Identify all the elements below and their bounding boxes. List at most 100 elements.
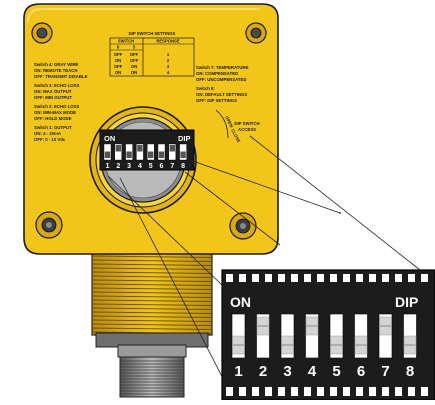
- small-dip-brand-label: DIP: [178, 134, 191, 143]
- dip-tooth: [330, 387, 337, 396]
- thread-lines: [91, 255, 213, 334]
- left-label-line: OFF: 0 - 10 Vdc: [34, 137, 66, 142]
- housing-highlight: [27, 8, 260, 23]
- right-label-line: OFF: DIP SETTINGS: [196, 98, 237, 103]
- right-label-line: ON: DEFAULT SETTINGS: [196, 92, 247, 97]
- open-label: OPEN: [224, 115, 234, 128]
- small-dip-number: 7: [170, 163, 174, 170]
- table-cell-a: ON: [115, 70, 121, 75]
- dip-number: 2: [259, 363, 267, 380]
- left-label-line: OFF: HOLD MODE: [34, 116, 72, 121]
- right-label-line: Switch 8:: [196, 86, 215, 91]
- table-cell-a: ON: [115, 58, 121, 63]
- left-label-line: OFF: MIN OUTPUT: [34, 95, 72, 100]
- cable-connector: [117, 344, 187, 398]
- screw-bottom-right: [229, 212, 257, 240]
- table-cell-b: ON: [131, 70, 137, 75]
- dip-tooth: [265, 274, 272, 282]
- dip-tooth: [278, 274, 285, 282]
- small-dip-toggle: [158, 151, 165, 158]
- dip-tooth: [395, 274, 402, 282]
- small-dip-toggle: [180, 151, 186, 158]
- table-sub-b: 5: [133, 45, 136, 50]
- dip-tooth: [382, 274, 389, 282]
- dip-tooth: [317, 274, 324, 282]
- dip-brand-label: DIP: [395, 294, 418, 310]
- callout-dot: [339, 212, 341, 214]
- small-dip-number: 3: [127, 163, 131, 170]
- dip-tooth: [252, 387, 259, 396]
- small-dip-toggle: [169, 145, 175, 152]
- dip-tooth: [304, 387, 311, 396]
- dip-tooth: [343, 387, 350, 396]
- dip-pin-teeth: [226, 274, 428, 396]
- dip-tooth: [265, 387, 272, 396]
- table-cell-response: 4: [167, 70, 170, 75]
- dip-tooth: [343, 274, 350, 282]
- left-label-line: Switch 3: ECHO LOSS: [34, 83, 79, 88]
- dip-tooth: [369, 387, 376, 396]
- left-label-line: Switch 1: OUTPUT: [34, 125, 72, 130]
- table-cell-a: OFF: [114, 52, 123, 57]
- table-col-switch: SWITCH: [118, 39, 135, 44]
- small-dip-slot: [136, 143, 144, 161]
- table-cell-response: 2: [167, 58, 170, 63]
- table-title: DIP SWITCH SETTINGS: [129, 31, 176, 36]
- dip-tooth: [304, 274, 311, 282]
- table-cell-a: OFF: [114, 64, 123, 69]
- screw-bottom-left: [35, 211, 63, 239]
- close-label: CLOSE: [230, 128, 241, 144]
- dip-number: 3: [283, 363, 291, 380]
- small-dip-slot: [114, 143, 123, 161]
- table-cell-b: ON: [131, 64, 137, 69]
- dip-tooth: [291, 274, 298, 282]
- dip-number: 7: [381, 363, 389, 380]
- dip-tooth: [408, 387, 415, 396]
- dip-tooth: [421, 274, 428, 282]
- dip-number: 6: [357, 363, 365, 380]
- small-dip-on-label: ON: [104, 134, 115, 143]
- rotation-arrow: [215, 109, 229, 139]
- small-dip-number: 1: [106, 163, 110, 170]
- dip-tooth: [239, 387, 246, 396]
- left-label-line: ON: MAX OUTPUT: [34, 89, 72, 94]
- right-label-line: ON: COMPENSATED: [196, 71, 238, 76]
- dip-tooth: [226, 274, 233, 282]
- dip-tooth: [356, 387, 363, 396]
- connector-threads: [120, 360, 184, 395]
- dip-tooth: [395, 387, 402, 396]
- callout-lines: [107, 135, 421, 397]
- dip-tooth: [317, 387, 324, 396]
- dip-tooth: [408, 274, 415, 282]
- small-dip-toggle: [104, 151, 111, 158]
- dip-on-label: ON: [230, 294, 251, 310]
- dip-number: 8: [406, 363, 414, 380]
- table-cell-response: 1: [167, 52, 170, 57]
- dip-number: 1: [234, 363, 242, 380]
- dip-tooth: [278, 387, 285, 396]
- small-dip-slot: [168, 143, 177, 161]
- table-cell-b: OFF: [130, 58, 139, 63]
- dip-tooth: [369, 274, 376, 282]
- small-dip-number: 4: [138, 163, 142, 170]
- screw-top-right: [245, 22, 267, 44]
- right-label-line: OFF: UNCOMPENSATED: [196, 77, 247, 82]
- dip-tooth: [226, 387, 233, 396]
- dip-tooth: [291, 387, 298, 396]
- small-dip-number: 2: [116, 163, 120, 170]
- access-label-line-1: DIP SWITCH: [234, 121, 259, 126]
- left-label-line: Switch 2: ECHO LOSS: [34, 104, 79, 109]
- small-dip-toggle: [126, 151, 132, 158]
- left-label-line: ON: MIN-MAX MODE: [34, 110, 76, 115]
- dip-tooth: [356, 274, 363, 282]
- left-label-line: Switch 4: GRAY WIRE: [34, 62, 79, 67]
